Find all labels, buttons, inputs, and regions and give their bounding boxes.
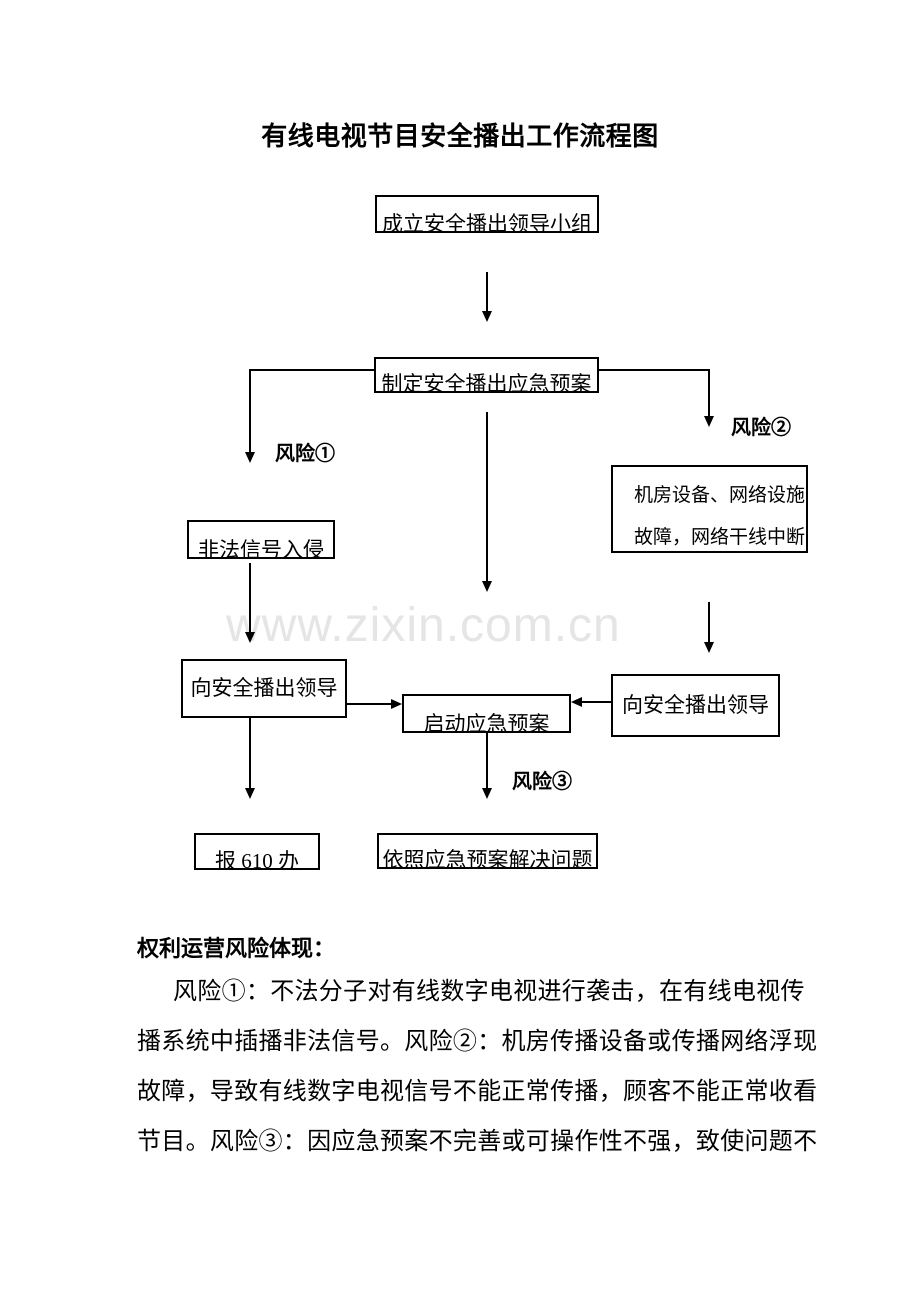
flow-node-report-leader-right-label: 向安全播出领导	[622, 693, 769, 718]
branch-right-horizontal-line	[598, 369, 710, 371]
risks-paragraph-line: 风险①：不法分子对有线数字电视进行袭击，在有线电视传	[173, 979, 805, 1005]
flow-node-report-leader-left-label: 向安全播出领导	[190, 676, 338, 701]
risks-paragraph-line: 节目。风险③：因应急预案不完善或可操作性不强，致使问题不	[137, 1129, 818, 1155]
flow-node-report-leader-left: 向安全播出领导	[181, 659, 347, 718]
arrow-setup-to-plan-line	[486, 272, 488, 312]
arrow-left-to-activate-line	[347, 703, 391, 705]
flow-node-illegal-signal-label: 非法信号入侵	[198, 537, 324, 559]
branch-left-arrow-head	[245, 452, 255, 463]
arrow-right-to-activate-line	[582, 701, 611, 703]
flow-node-report-610: 报 610 办	[194, 833, 320, 870]
flow-node-resolve-problem: 依照应急预案解决问题	[377, 833, 598, 869]
arrow-report610-head	[245, 788, 255, 799]
flow-node-report-610-label: 报 610 办	[215, 848, 299, 870]
risks-section-body: 风险①：不法分子对有线数字电视进行袭击，在有线电视传 播系统中插播非法信号。风险…	[137, 967, 818, 1167]
branch-left-vertical-line	[249, 369, 251, 453]
arrow-report610-line	[249, 718, 251, 789]
equipment-failure-line2: 故障，网络干线中断	[634, 527, 806, 548]
arrow-illegal-down-line	[249, 563, 251, 633]
equipment-failure-line1: 机房设备、网络设施	[634, 485, 806, 506]
arrow-plan-down-head	[482, 581, 492, 592]
arrow-resolve-line	[486, 733, 488, 789]
flow-node-activate-plan-label: 启动应急预案	[423, 711, 550, 733]
flow-node-make-plan-label: 制定安全播出应急预案	[381, 371, 592, 393]
branch-right-arrow-head	[704, 416, 714, 427]
arrow-plan-down-line	[486, 412, 488, 582]
risks-paragraph-line: 故障，导致有线数字电视信号不能正常传播，顾客不能正常收看	[137, 1079, 818, 1105]
branch-left-horizontal-line	[249, 369, 375, 371]
arrow-equipment-down-head	[704, 642, 714, 653]
arrow-left-to-activate-head	[391, 699, 402, 709]
watermark-text: www.zixin.com.cn	[226, 599, 621, 652]
arrow-illegal-down-head	[245, 632, 255, 643]
flow-node-activate-plan: 启动应急预案	[402, 694, 571, 733]
arrow-equipment-down-line	[708, 602, 710, 643]
flow-node-setup-group-label: 成立安全播出领导小组	[382, 211, 592, 233]
flow-node-setup-group: 成立安全播出领导小组	[375, 195, 599, 233]
flow-node-resolve-problem-label: 依照应急预案解决问题	[382, 847, 593, 869]
flow-node-equipment-failure: 机房设备、网络设施 故障，网络干线中断	[611, 465, 808, 553]
arrow-setup-to-plan-head	[482, 311, 492, 322]
branch-right-vertical-line	[708, 369, 710, 417]
flow-node-illegal-signal: 非法信号入侵	[187, 520, 335, 559]
risk3-label: 风险③	[512, 771, 572, 793]
risks-section-heading: 权利运营风险体现：	[137, 936, 336, 961]
page-title: 有线电视节目安全播出工作流程图	[261, 121, 659, 151]
risks-paragraph-line: 播系统中插播非法信号。风险②：机房传播设备或传播网络浮现	[137, 1029, 818, 1055]
flow-node-make-plan: 制定安全播出应急预案	[374, 357, 599, 393]
flow-node-report-leader-right: 向安全播出领导	[611, 674, 780, 737]
risk2-label: 风险②	[731, 417, 791, 439]
risk1-label: 风险①	[275, 443, 335, 465]
arrow-resolve-head	[482, 788, 492, 799]
arrow-right-to-activate-head	[571, 697, 582, 707]
